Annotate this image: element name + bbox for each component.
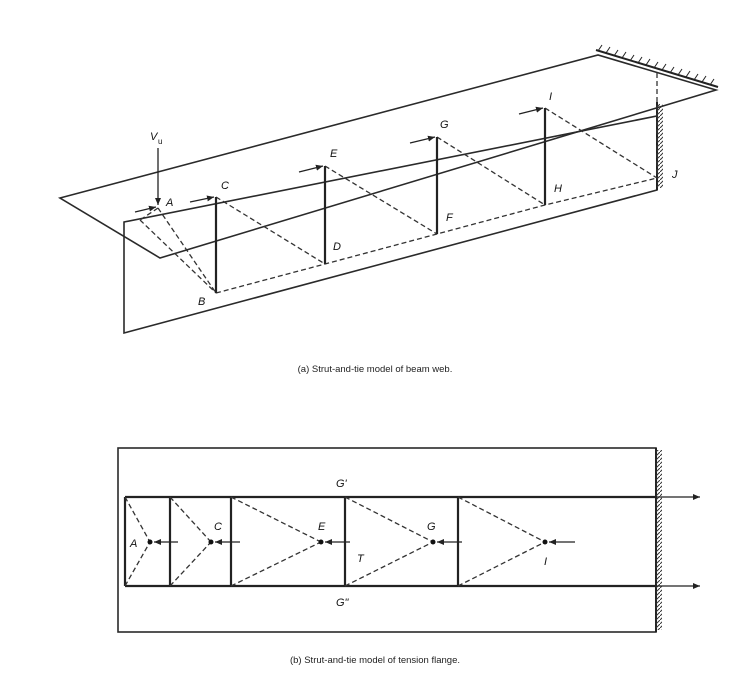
top-flange [57, 54, 719, 259]
flange-nodes [147, 539, 548, 545]
force-arrow-i [518, 106, 544, 115]
strut-c-d [215, 196, 326, 265]
top-tie-label: G' [336, 478, 348, 490]
force-arrow-e [298, 164, 324, 173]
beam-web-diagram: V u A B C D E F G H I J (a) Strut-and-ti… [57, 44, 719, 375]
node-i-label: I [549, 91, 552, 103]
bottom-tie-label: G" [336, 597, 350, 609]
strut-e-f [324, 165, 438, 235]
flange-struts [124, 496, 546, 587]
node-b-label: B [198, 296, 205, 308]
fixed-support-web [656, 102, 663, 190]
node-c-label: C [221, 180, 229, 192]
strut-a-b [139, 219, 217, 294]
flange-node-c-label: C [214, 521, 222, 533]
force-arrow-a [134, 205, 157, 213]
flange-node-e-label: E [318, 521, 326, 533]
caption-b: (b) Strut-and-tie model of tension flang… [290, 655, 460, 666]
flange-node-a-label: A [129, 538, 137, 550]
tension-flange-diagram: A C E G I G' G" T (b) Strut-and-tie mode… [117, 447, 700, 666]
node-e-label: E [330, 148, 338, 160]
caption-a: (a) Strut-and-tie model of beam web. [298, 364, 453, 375]
load-subscript: u [158, 137, 162, 146]
flange-node-i-label: I [544, 556, 547, 568]
node-g-label: G [440, 119, 449, 131]
flange-node-g-label: G [427, 521, 436, 533]
node-h-label: H [554, 183, 562, 195]
tie-force-label: T [357, 553, 365, 565]
node-f-label: F [446, 212, 454, 224]
force-arrow-g [409, 135, 436, 144]
load-label: V [150, 131, 159, 143]
node-a-label: A [165, 197, 173, 209]
node-d-label: D [333, 241, 341, 253]
diagonal-struts [157, 207, 217, 294]
flange-outline [117, 447, 657, 633]
fixed-support-flange [655, 448, 662, 632]
strut-i-j [544, 107, 658, 179]
fixed-support-top [595, 44, 719, 88]
force-arrow-c [189, 195, 215, 203]
node-j-label: J [671, 169, 678, 181]
strut-g-h [436, 136, 546, 206]
